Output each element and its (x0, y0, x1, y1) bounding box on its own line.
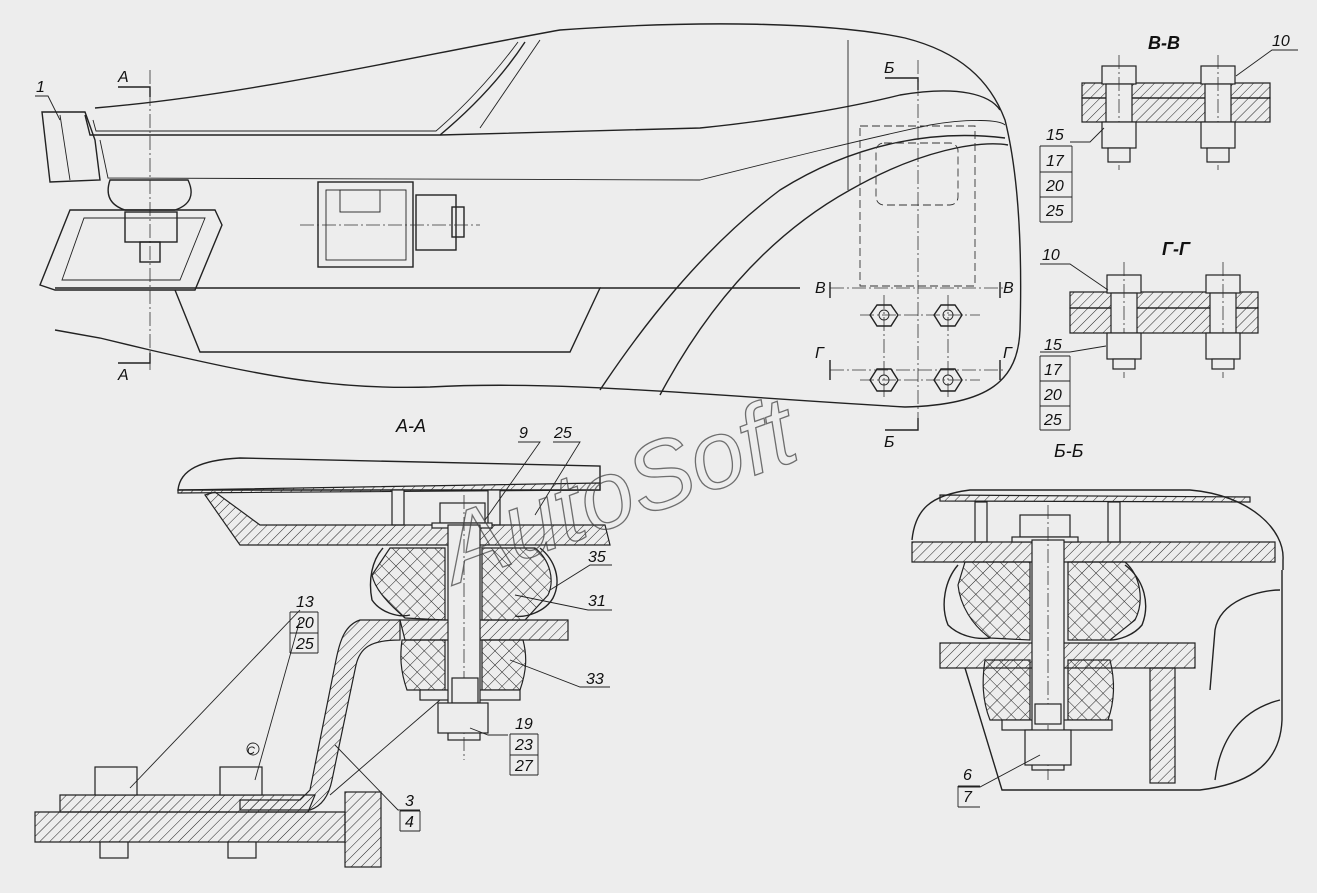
cut-mark-g-left: Г (815, 345, 825, 362)
part-3-4: 4 (405, 814, 414, 831)
part-19-23: 23 (514, 737, 533, 754)
watermark: AutoSoft (422, 376, 812, 605)
gg-part-1: 17 (1044, 362, 1063, 379)
part-25-top: 25 (553, 425, 572, 442)
vv-part-2: 20 (1045, 178, 1064, 195)
section-a-a (34, 441, 612, 868)
gg-part-3: 25 (1043, 412, 1062, 429)
vv-part-3: 25 (1045, 203, 1064, 220)
section-label-vv: В-В (1148, 33, 1180, 53)
part-13: 13 (296, 594, 314, 611)
part-33: 33 (586, 671, 604, 688)
cut-mark-v-right: В (1003, 280, 1014, 297)
cut-mark-b-top: Б (884, 60, 894, 77)
part-9: 9 (519, 425, 528, 442)
gg-part-2: 20 (1043, 387, 1062, 404)
part-31: 31 (588, 593, 606, 610)
part-1: 1 (36, 79, 45, 96)
part-13-20: 20 (295, 615, 314, 632)
main-side-view (35, 23, 1022, 431)
section-v-v (1070, 49, 1298, 170)
marker-c: С (247, 745, 255, 757)
part-10-gg: 10 (1042, 247, 1060, 264)
vv-part-0: 15 (1046, 127, 1064, 144)
bolt-grid (860, 295, 980, 400)
part-35: 35 (588, 549, 606, 566)
part-3: 3 (405, 793, 414, 810)
cut-mark-a-top: А (117, 69, 129, 86)
section-label-gg: Г-Г (1162, 239, 1191, 259)
section-label-aa: А-А (395, 416, 426, 436)
section-label-bb: Б-Б (1054, 441, 1084, 461)
section-b-b (911, 489, 1284, 791)
cut-mark-v-left: В (815, 280, 826, 297)
gg-part-0: 15 (1044, 337, 1062, 354)
part-13-25: 25 (295, 636, 314, 653)
cut-mark-b-bottom: Б (884, 434, 894, 451)
part-19-27: 27 (514, 758, 534, 775)
labels: А-А Б-Б В-В Г-Г А А Б Б В В Г Г 1 10 10 … (36, 33, 1290, 832)
vv-part-1: 17 (1046, 153, 1065, 170)
part-6-7: 7 (963, 789, 973, 806)
section-g-g (1040, 262, 1259, 378)
part-10-vv: 10 (1272, 33, 1290, 50)
part-6: 6 (963, 767, 972, 784)
cut-mark-a-bottom: А (117, 367, 129, 384)
part-19: 19 (515, 716, 533, 733)
cut-mark-g-right: Г (1003, 345, 1013, 362)
